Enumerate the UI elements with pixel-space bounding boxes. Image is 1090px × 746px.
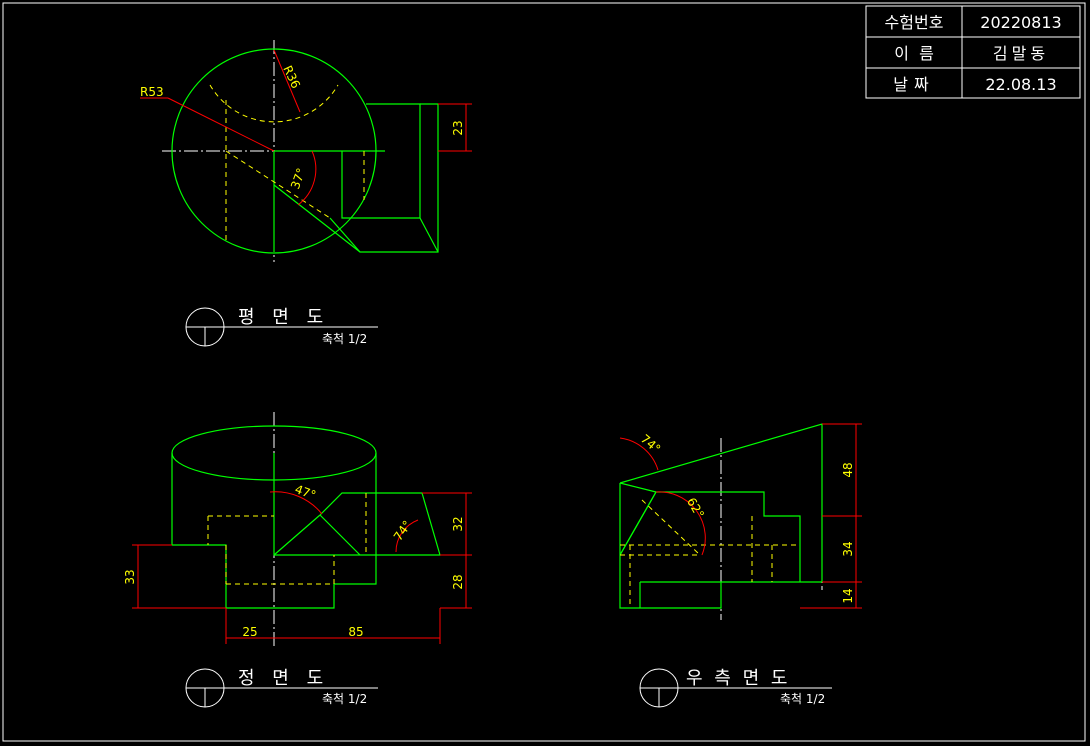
dim-r53: R53 <box>140 85 164 99</box>
exam-number-value: 20220813 <box>980 13 1061 32</box>
right-scale: 축척 1/2 <box>780 692 825 706</box>
right-view: 74° 62° 48 34 14 <box>619 423 862 620</box>
dim-62deg: 62° <box>684 495 707 520</box>
dim-32: 32 <box>451 516 465 531</box>
dim-85: 85 <box>348 625 363 639</box>
date-label: 날짜 <box>893 75 934 94</box>
name-value: 김말동 <box>993 44 1049 63</box>
front-view: 47° 74° 32 28 33 25 85 <box>123 412 472 646</box>
dim-74deg-front: 74° <box>391 518 415 543</box>
date-value: 22.08.13 <box>985 75 1056 94</box>
dim-33: 33 <box>123 569 137 584</box>
front-title: 정 면 도 <box>238 668 329 689</box>
name-label: 이 름 <box>894 44 934 63</box>
plan-title: 평 면 도 <box>238 307 329 328</box>
dim-23: 23 <box>451 120 465 135</box>
title-block <box>865 5 1081 99</box>
front-scale: 축척 1/2 <box>322 692 367 706</box>
right-title: 우 측 면 도 <box>686 668 790 689</box>
exam-number-label: 수험번호 <box>885 13 944 32</box>
dim-34: 34 <box>841 541 855 556</box>
dim-25: 25 <box>242 625 257 639</box>
plan-title-symbol <box>185 307 378 347</box>
plan-view: R53 R36 23 37° <box>140 40 472 262</box>
right-title-symbol <box>639 668 832 708</box>
dim-28: 28 <box>451 574 465 589</box>
dim-47deg: 47° <box>293 482 318 502</box>
plan-scale: 축척 1/2 <box>322 332 367 346</box>
dim-74deg-right: 74° <box>638 432 663 456</box>
dim-14: 14 <box>841 588 855 603</box>
dim-48: 48 <box>841 462 855 477</box>
front-title-symbol <box>185 668 378 708</box>
dim-37deg: 37° <box>288 166 308 191</box>
dim-r36: R36 <box>280 63 303 90</box>
